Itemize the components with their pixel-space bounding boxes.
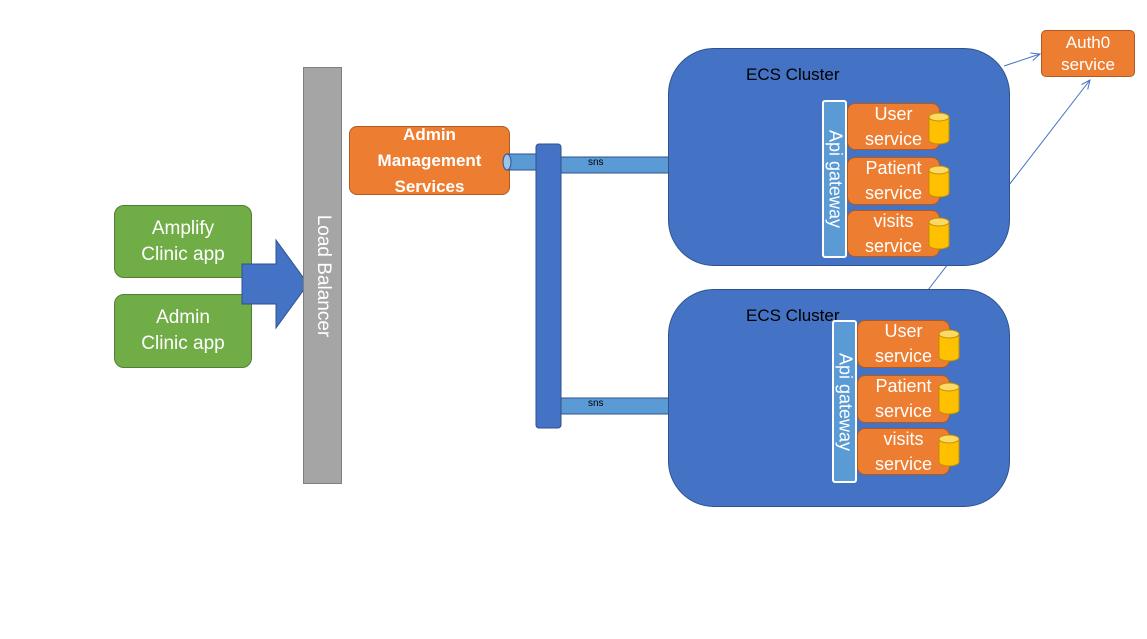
sns-label-lower: sns (588, 398, 604, 409)
admin-management-services-line3: Services (394, 176, 465, 196)
cluster1-patient-service-line1: Patient (865, 158, 922, 178)
admin-management-services-box[interactable]: Admin Management Services (349, 125, 510, 196)
database-icon (928, 217, 950, 250)
database-icon (938, 382, 960, 415)
cluster2-patient-service-line1: Patient (875, 376, 932, 396)
cluster2-user-service-line2: service (874, 346, 932, 366)
cluster1-user-service[interactable]: User service (847, 103, 940, 150)
sns-pipe-upper (554, 156, 681, 174)
database-icon (938, 329, 960, 362)
api-gateway-2-label: Api gateway (835, 352, 855, 451)
api-gateway-1-label: Api gateway (825, 129, 845, 229)
cluster1-patient-service-line2: service (864, 183, 922, 203)
cluster1-visits-service-line2: service (864, 235, 922, 256)
cluster2-user-service[interactable]: User service (857, 320, 950, 368)
load-balancer-label: Load Balancer (312, 214, 334, 337)
amplify-clinic-app-box[interactable]: Amplify Clinic app (114, 205, 252, 278)
sns-bus (535, 143, 562, 429)
cluster2-visits-service[interactable]: visits service (857, 428, 950, 475)
database-icon (928, 112, 950, 145)
ecs-cluster-1-title: ECS Cluster (746, 65, 840, 84)
cluster2-visits-service-line2: service (874, 453, 932, 474)
clients-to-load-balancer-arrow (241, 238, 309, 330)
api-gateway-1[interactable]: Api gateway (822, 100, 847, 258)
sns-label-upper: sns (588, 157, 604, 168)
cluster2-user-service-line1: User (884, 321, 923, 341)
cluster1-visits-service[interactable]: visits service (847, 210, 940, 257)
auth0-service-line1: Auth0 (1065, 32, 1111, 52)
cluster1-user-service-line1: User (874, 103, 913, 124)
auth0-service-box[interactable]: Auth0 service (1041, 30, 1135, 77)
load-balancer[interactable]: Load Balancer (303, 67, 342, 484)
sns-pipes (502, 143, 690, 429)
cluster2-visits-service-line1: visits (883, 428, 924, 449)
cluster1-visits-service-line1: visits (873, 210, 914, 231)
amplify-clinic-app-line1: Amplify (151, 217, 215, 239)
api-gateway-2[interactable]: Api gateway (832, 320, 857, 483)
admin-management-services-line1: Admin (403, 124, 456, 144)
database-icon (938, 434, 960, 467)
auth0-service-line2: service (1061, 54, 1115, 74)
database-icon (928, 165, 950, 198)
cluster1-user-service-line2: service (864, 128, 922, 149)
cluster1-to-auth-line (1003, 54, 1040, 67)
cluster2-patient-service-line2: service (874, 401, 932, 421)
cluster1-patient-service[interactable]: Patient service (847, 157, 940, 205)
cluster2-patient-service[interactable]: Patient service (857, 375, 950, 423)
ecs-cluster-2-title: ECS Cluster (746, 306, 840, 325)
admin-clinic-app-line2: Clinic app (141, 333, 225, 354)
admin-management-services-line2: Management (377, 150, 482, 170)
amplify-clinic-app-line2: Clinic app (141, 243, 225, 265)
sns-pipe-lower (554, 397, 681, 415)
admin-clinic-app-box[interactable]: Admin Clinic app (114, 294, 252, 368)
admin-clinic-app-line1: Admin (156, 307, 210, 328)
